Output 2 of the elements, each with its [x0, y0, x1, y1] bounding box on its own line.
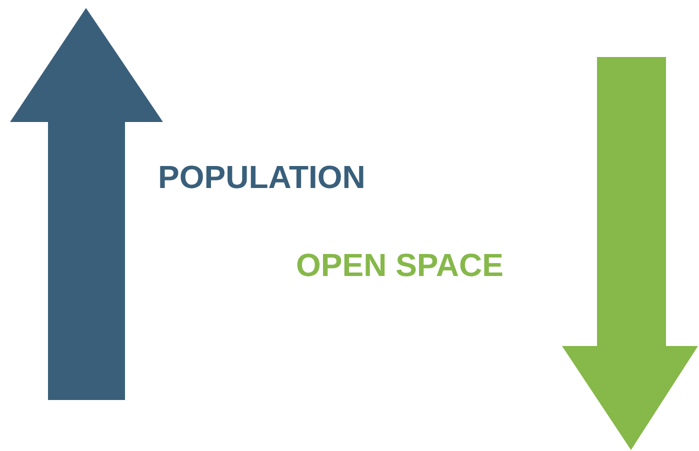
label-text: POPULATION: [158, 161, 366, 193]
label-text: OPEN SPACE: [296, 249, 504, 281]
